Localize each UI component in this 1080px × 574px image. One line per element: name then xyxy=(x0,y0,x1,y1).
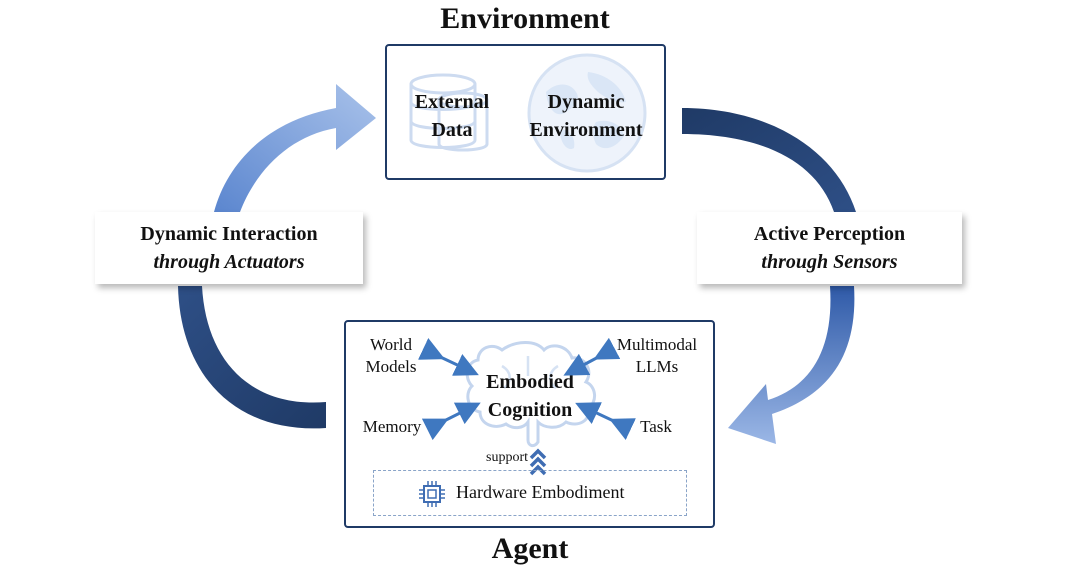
arrow-actuators-top xyxy=(214,84,376,212)
arrow-perception-top xyxy=(682,108,856,212)
multimodal-llms-label: Multimodal LLMs xyxy=(616,335,698,376)
memory-label: Memory xyxy=(362,417,422,436)
world-models-label: World Models xyxy=(365,335,417,376)
sensors-label-box: Active Perception through Sensors xyxy=(697,212,962,284)
database-icon xyxy=(409,73,489,152)
task-label: Task xyxy=(640,417,672,436)
support-label: support xyxy=(486,450,528,465)
arrow-task xyxy=(575,402,636,440)
arrow-world-models xyxy=(418,338,479,376)
arrow-memory xyxy=(421,402,481,441)
arrow-perception-bottom xyxy=(728,286,855,444)
agent-title: Agent xyxy=(491,532,569,565)
actuators-label-box: Dynamic Interaction through Actuators xyxy=(95,212,363,284)
arrow-multimodal xyxy=(563,337,621,376)
globe-icon xyxy=(527,53,647,173)
arrow-actuators-bottom xyxy=(178,286,326,429)
dynamic-environment-label: Dynamic Environment xyxy=(529,91,643,141)
external-data-label: External Data xyxy=(414,91,490,141)
hardware-box xyxy=(373,470,687,516)
embodied-cognition-label: Embodied Cognition xyxy=(486,371,574,421)
environment-title: Environment xyxy=(440,2,610,35)
chevron-up-double-icon xyxy=(529,448,547,476)
chip-icon xyxy=(419,481,445,507)
hardware-embodiment-label: Hardware Embodiment xyxy=(456,482,625,502)
